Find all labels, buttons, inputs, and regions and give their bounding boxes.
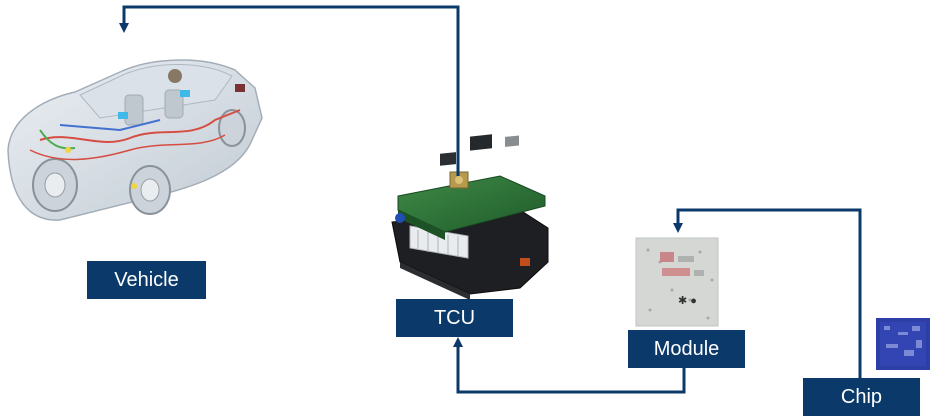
arrow-tcu-to-vehicle	[119, 5, 460, 176]
module-label: Module	[628, 330, 745, 368]
chip-label: Chip	[803, 378, 920, 416]
vehicle-image	[7, 59, 263, 221]
arrow-module-to-tcu	[453, 337, 686, 394]
tcu-image	[391, 134, 549, 300]
svg-text:✱ ●: ✱ ●	[678, 295, 697, 307]
arrow-chip-to-module	[673, 208, 862, 378]
module-image: ✱ ●	[635, 237, 719, 327]
vehicle-label: Vehicle	[87, 261, 206, 299]
tcu-label: TCU	[396, 299, 513, 337]
chip-image	[876, 318, 930, 370]
